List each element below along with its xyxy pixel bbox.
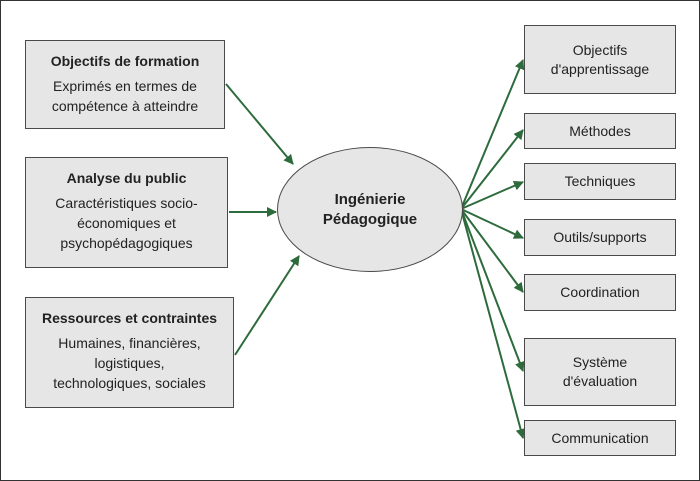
output-box-coordination: Coordination xyxy=(524,274,676,311)
output-label: Outils/supports xyxy=(553,229,647,245)
output-box-communication: Communication xyxy=(524,420,676,456)
output-label: Communication xyxy=(551,429,649,446)
arrow-center-to-objectifs-apprentissage xyxy=(460,59,525,210)
input-title: Analyse du public xyxy=(66,170,187,186)
input-title: Objectifs de formation xyxy=(50,53,200,69)
input-box-analyse-public: Analyse du public Caractéristiques socio… xyxy=(25,157,228,268)
output-box-outils-supports: Outils/supports xyxy=(524,219,676,256)
output-label: Coordination xyxy=(560,284,640,300)
output-box-methodes: Méthodes xyxy=(524,113,676,149)
input-box-objectifs-formation: Objectifs de formation Exprimés en terme… xyxy=(25,40,225,129)
output-label: Système d'évaluation xyxy=(562,354,638,389)
output-box-systeme-evaluation: Système d'évaluation xyxy=(524,338,676,406)
center-label: Ingénierie Pédagogique xyxy=(322,190,418,228)
arrow-center-to-techniques xyxy=(460,181,524,210)
arrow-center-to-communication xyxy=(460,208,526,439)
output-label: Méthodes xyxy=(569,122,631,139)
arrow-ressources-to-center xyxy=(234,255,300,356)
arrow-center-to-evaluation xyxy=(460,208,525,372)
output-box-objectifs-apprentissage: Objectifs d'apprentissage xyxy=(524,25,676,94)
input-description: Humaines, financières, logistiques, tech… xyxy=(53,335,206,391)
input-title: Ressources et contraintes xyxy=(41,310,218,326)
arrow-center-to-methodes xyxy=(460,129,524,210)
output-label: Objectifs d'apprentissage xyxy=(550,41,650,77)
arrow-center-to-coordination xyxy=(460,208,524,293)
input-box-ressources-contraintes: Ressources et contraintes Humaines, fina… xyxy=(25,297,234,408)
arrow-center-to-outils xyxy=(460,208,524,239)
input-description: Caractéristiques socio- économiques et p… xyxy=(55,195,198,251)
input-description: Exprimés en termes de compétence à attei… xyxy=(51,78,199,114)
output-box-techniques: Techniques xyxy=(524,163,676,200)
center-node-ingenierie-pedagogique: Ingénierie Pédagogique xyxy=(277,147,463,272)
output-label: Techniques xyxy=(564,173,636,189)
arrow-objectifs-to-center xyxy=(225,83,294,165)
